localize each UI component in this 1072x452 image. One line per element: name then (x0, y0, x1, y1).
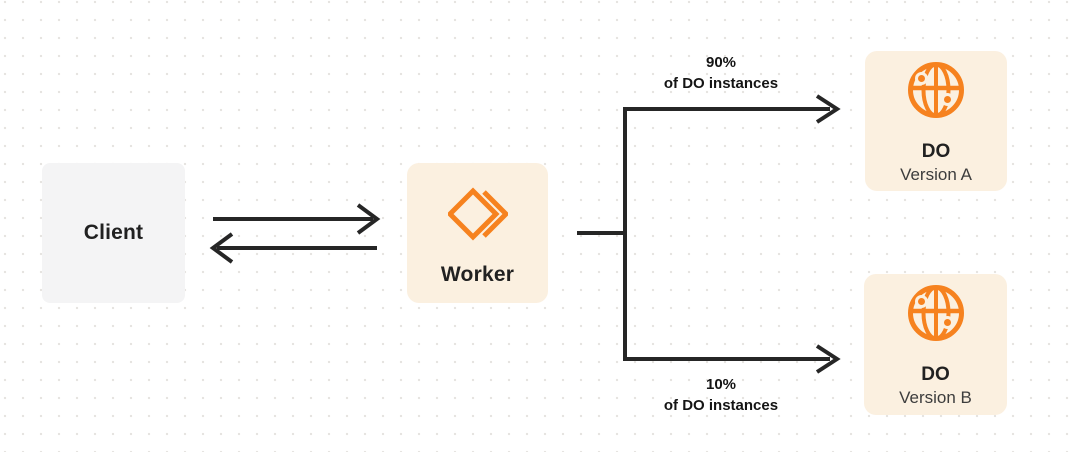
top-branch-arrowhead-icon (815, 94, 841, 124)
bottom-branch-caption: of DO instances (663, 397, 779, 414)
do-a-title: DO (921, 141, 951, 162)
do-a-subtitle: Version A (900, 165, 972, 184)
do-version-a-node: DO Version A (865, 51, 1007, 191)
worker-node: Worker (407, 163, 548, 303)
workers-logo-icon (447, 185, 508, 243)
do-b-title: DO (921, 364, 950, 385)
do-version-b-node: DO Version B (864, 274, 1007, 415)
bottom-branch-arrowhead-icon (815, 344, 841, 374)
top-branch-caption: of DO instances (663, 75, 779, 92)
client-label: Client (83, 221, 144, 244)
do-b-subtitle: Version B (899, 388, 972, 407)
client-to-worker-arrowhead-icon (356, 203, 381, 235)
worker-to-client-arrowhead-icon (209, 232, 234, 264)
globe-icon (907, 284, 965, 342)
bottom-branch-label: 10% of DO instances (596, 374, 846, 416)
globe-icon (907, 61, 965, 119)
top-branch-percent: 90% (705, 54, 737, 71)
worker-label: Worker (440, 263, 515, 286)
top-branch-label: 90% of DO instances (596, 52, 846, 94)
bottom-branch-percent: 10% (705, 376, 737, 393)
client-node: Client (42, 163, 185, 303)
